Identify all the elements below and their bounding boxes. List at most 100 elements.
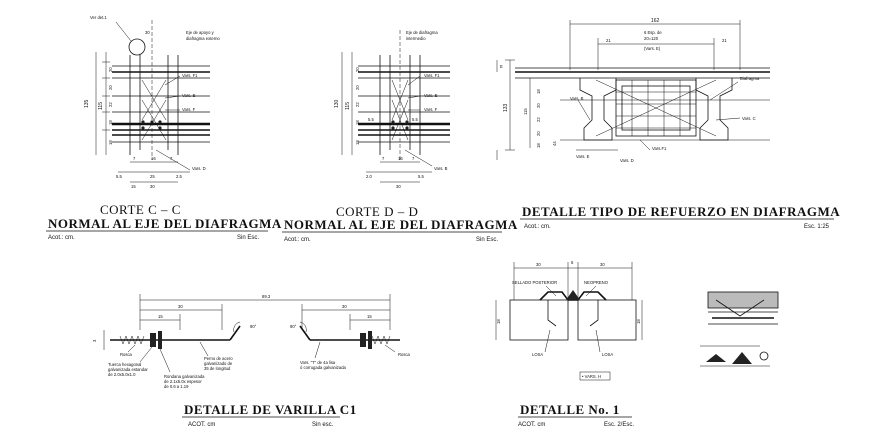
diafragma-vars-f1: Vars.F1 — [652, 146, 667, 151]
corte-dd-dim-115: 115 — [345, 102, 351, 110]
no1-vars-h: • VARS. H — [582, 374, 601, 379]
diafragma-vars-e2: Vars. E — [576, 154, 590, 159]
diafragma-dim-21b: 21 — [722, 38, 727, 43]
corte-dd-dim-left: 18 — [355, 140, 360, 145]
varilla-escala: Sin esc. — [312, 422, 334, 428]
diafragma-dim-left: 18 — [536, 143, 541, 148]
varilla-angle-a: 90° — [250, 324, 257, 329]
no1-dim-6: 6 — [571, 260, 574, 265]
no1-title: DETALLE No. 1 — [520, 402, 620, 417]
diafragma-esp: 6 Esp. de — [644, 30, 662, 35]
corte-dd-vars-e: Vars. E — [424, 93, 438, 98]
no1-losa-b: LOSA — [602, 352, 613, 357]
diafragma-label: Diafragma — [740, 76, 760, 81]
varilla-perno-2: galvanizado de — [204, 361, 233, 366]
corte-dd-dim-mid: 5.5 — [368, 117, 374, 122]
corte-dd-dim-bottom: 7 — [382, 156, 385, 161]
diafragma-escala: Esc. 1:25 — [804, 224, 830, 230]
corte-cc-dim-bottom: 7 — [170, 156, 173, 161]
no1-dim-18b: 18 — [636, 319, 641, 324]
corte-cc-dim-left: 22 — [108, 102, 113, 107]
corte-dd-dim-left: 18 — [355, 120, 360, 125]
corte-dd-vars-f1: Vars. F1 — [424, 73, 440, 78]
corte-cc-dim-left: 18 — [108, 120, 113, 125]
corte-dd-acot: Acot.: cm. — [284, 237, 311, 243]
no1-sellado: SELLADO POSTERIOR — [512, 280, 557, 285]
varilla-dim-30a: 30 — [178, 304, 183, 309]
diafragma-acot: Acot.: cm. — [524, 224, 551, 230]
varilla-rosca-b: Rosca — [398, 352, 411, 357]
detalle-diafragma-drawing — [496, 20, 770, 160]
corte-cc-dim-bottom: 16 — [151, 156, 156, 161]
varilla-tuerca-2: galvanizada estandar — [108, 367, 148, 372]
no1-dim-30a: 30 — [536, 262, 541, 267]
corte-cc-dim-bottom: 25 — [150, 174, 155, 179]
no1-dim-30b: 30 — [600, 262, 605, 267]
corte-cc-subtitle: NORMAL AL EJE DEL DIAFRAGMA — [48, 216, 282, 231]
corte-dd-dims-bottom: 7 16 7 2.0 5.5 30 — [366, 156, 424, 189]
corte-dd-dim-bottom: 16 — [398, 156, 403, 161]
varilla-dim-15b: 15 — [367, 314, 372, 319]
diafragma-vars-d: Vars. D — [620, 158, 634, 163]
corte-dd-eje-diafragma-2: intermedio — [406, 36, 426, 41]
no1-escala: Esc. 2/Esc. — [604, 422, 634, 428]
varilla-dim-15a: 15 — [158, 314, 163, 319]
diafragma-dim-left: 22 — [536, 117, 541, 122]
corte-dd-dim-bottom: 2.0 — [366, 174, 372, 179]
corte-dd-dim-left: 20 — [355, 67, 360, 72]
varilla-perno-3: 35 de longitud — [204, 366, 231, 371]
corte-cc-ver-det: Ver det.1 — [90, 15, 107, 20]
corte-cc-escala: Sin Esc. — [237, 235, 259, 241]
corte-dd-dim-130: 130 — [334, 99, 340, 108]
corte-dd-dim-left: 20 — [355, 85, 360, 90]
corte-cc-dim-bottom: 5.5 — [116, 174, 122, 179]
varilla-rondana: Rondana galvanizada — [164, 374, 205, 379]
corte-cc-vars-f1: Vars. F1 — [182, 73, 198, 78]
corte-cc-dim-bottom: 15 — [131, 184, 136, 189]
varilla-dim-total: 89.3 — [262, 294, 271, 299]
varilla-rondana-3: de 0.6 a 1.19 — [164, 384, 189, 389]
no1-dim-18a: 18 — [496, 319, 501, 324]
diafragma-esp-2: 20=120 — [644, 36, 659, 41]
corte-cc-dim-30: 30 — [145, 30, 150, 35]
corte-cc-eje-apoyo: Eje de apoyo y — [186, 30, 215, 35]
corte-dd-dim-bottom: 5.5 — [418, 174, 424, 179]
varilla-rondana-2: de 2.1x5.0x espesor — [164, 379, 202, 384]
corte-cc-dims-left: 20 20 22 18 18 — [108, 67, 113, 145]
diafragma-dim-left: 115 — [523, 108, 528, 115]
diafragma-dim-21a: 21 — [606, 38, 611, 43]
diafragma-dim-133: 133 — [503, 103, 509, 112]
corte-cc-dim-115: 115 — [98, 102, 104, 110]
varilla-dim-3: 3 — [92, 339, 97, 342]
corte-cc-dim-left: 18 — [108, 140, 113, 145]
diafragma-vars-b: Vars. B — [570, 96, 584, 101]
corte-cc-acot: Acot.: cm. — [48, 235, 75, 241]
corte-cc-eje-apoyo-2: diafragma externo — [186, 36, 220, 41]
diafragma-vars-e: (Vars. E) — [644, 46, 661, 51]
varilla-angle-b: 90° — [290, 324, 297, 329]
varilla-acot: ACOT. cm — [188, 422, 215, 428]
corte-dd-dim-left: 22 — [355, 102, 360, 107]
varilla-vars-t-2: ó corrugada galvanizada — [300, 365, 347, 370]
no1-neopreno: NEOPRENO — [584, 280, 609, 285]
corte-dd-escala: Sin Esc. — [476, 237, 498, 243]
varilla-title: DETALLE DE VARILLA C1 — [184, 402, 357, 417]
varilla-tuerca-3: de 2.0x5.0x1.0 — [108, 372, 136, 377]
corte-dd-title: CORTE D – D — [336, 204, 418, 219]
corte-cc-vars-e: Vars. E — [182, 93, 196, 98]
varilla-drawing — [103, 294, 400, 373]
no1-losa-a: LOSA — [532, 352, 543, 357]
corte-dd-vars-b: Vars. B — [434, 166, 448, 171]
corte-dd-dims-left: 20 20 22 18 18 — [355, 67, 360, 145]
diafragma-dim-left: 20 — [536, 103, 541, 108]
diafragma-vars-c: Vars. C — [742, 116, 756, 121]
corte-cc-dim-left: 20 — [108, 67, 113, 72]
varilla-vars-t: Vars. "T" de 4a lisa — [300, 360, 336, 365]
corte-dd-eje-diafragma: Eje de diafragma — [406, 30, 438, 35]
corte-cc-dim-135: 135 — [84, 99, 90, 108]
diafragma-dim-162: 162 — [651, 18, 660, 24]
corte-dd-subtitle: NORMAL AL EJE DEL DIAFRAGMA — [284, 217, 518, 232]
corte-dd-dim-bottom: 30 — [396, 184, 401, 189]
detalle-no1-drawing — [495, 262, 643, 381]
